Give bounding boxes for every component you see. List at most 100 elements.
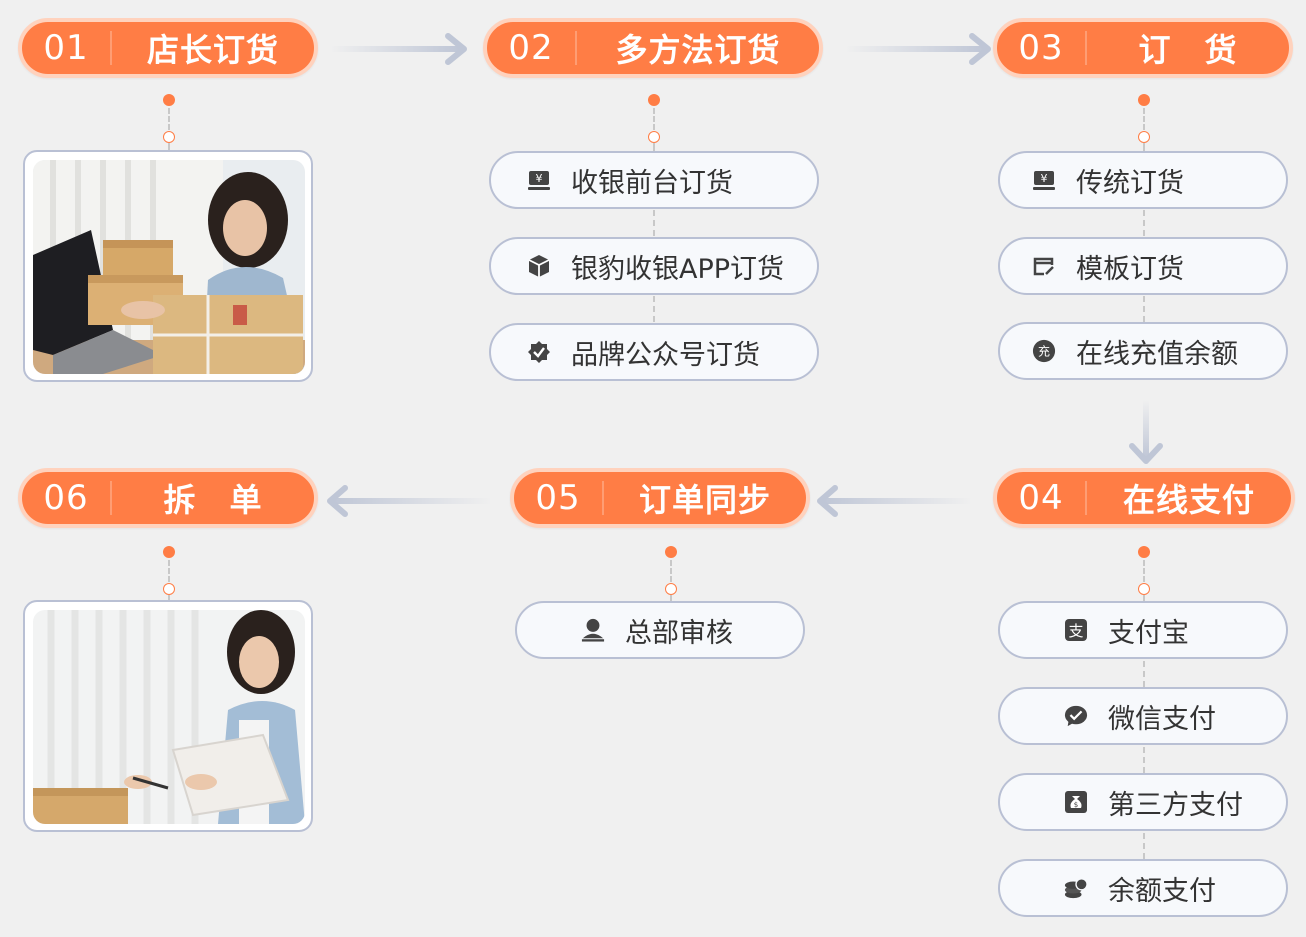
step-number: 01 bbox=[43, 28, 89, 68]
step-04-header: 04 在线支付 bbox=[993, 468, 1295, 528]
connector-ring bbox=[163, 131, 175, 143]
connector-line bbox=[1143, 108, 1145, 130]
connector-line bbox=[653, 143, 655, 151]
step-number: 03 bbox=[1018, 28, 1064, 68]
svg-text:支: 支 bbox=[1068, 622, 1083, 640]
verified-badge-icon bbox=[527, 340, 551, 364]
step-title: 订单同步 bbox=[638, 481, 771, 519]
connector-dot bbox=[163, 546, 175, 558]
step-number: 04 bbox=[1018, 478, 1064, 518]
connector-line bbox=[670, 560, 672, 582]
arrow-03-to-04 bbox=[1129, 400, 1163, 464]
payment-method-third-party[interactable]: $ 第三方支付 bbox=[998, 773, 1288, 831]
connector-dot bbox=[163, 94, 175, 106]
divider bbox=[1085, 31, 1087, 65]
step-02-header: 02 多方法订货 bbox=[483, 18, 823, 78]
payment-method-wechat[interactable]: 微信支付 bbox=[998, 687, 1288, 745]
payment-method-balance[interactable]: 余额支付 bbox=[998, 859, 1288, 917]
item-label: 传统订货 bbox=[1076, 167, 1184, 199]
connector-line bbox=[653, 108, 655, 130]
connector-line bbox=[1143, 210, 1145, 236]
ordering-type-recharge[interactable]: 充 在线充值余额 bbox=[998, 322, 1288, 380]
wechat-icon bbox=[1064, 704, 1088, 728]
connector-line bbox=[168, 108, 170, 130]
connector-line bbox=[1143, 143, 1145, 151]
connector-ring bbox=[1138, 583, 1150, 595]
coins-icon bbox=[1064, 876, 1088, 900]
divider bbox=[575, 31, 577, 65]
connector-line bbox=[1143, 661, 1145, 687]
money-bag-icon: $ bbox=[1064, 790, 1088, 814]
ordering-method-official-account[interactable]: 品牌公众号订货 bbox=[489, 323, 819, 381]
connector-line bbox=[1143, 595, 1145, 601]
ordering-type-traditional[interactable]: ¥ 传统订货 bbox=[998, 151, 1288, 209]
item-label: 总部审核 bbox=[625, 617, 733, 649]
item-label: 微信支付 bbox=[1108, 703, 1216, 735]
connector-line bbox=[670, 595, 672, 601]
connector-line bbox=[1143, 560, 1145, 582]
connector-ring bbox=[665, 583, 677, 595]
photo-store-manager-ordering bbox=[23, 150, 313, 382]
ordering-type-template[interactable]: 模板订货 bbox=[998, 237, 1288, 295]
cashier-icon: ¥ bbox=[527, 168, 551, 192]
arrow-05-to-06 bbox=[327, 485, 492, 517]
connector-line bbox=[1143, 833, 1145, 859]
item-label: 余额支付 bbox=[1108, 875, 1216, 907]
item-label: 在线充值余额 bbox=[1076, 338, 1238, 370]
step-06-header: 06 拆 单 bbox=[18, 468, 318, 528]
photo-order-splitting bbox=[23, 600, 313, 832]
sync-headquarters-review[interactable]: 总部审核 bbox=[515, 601, 805, 659]
connector-dot bbox=[665, 546, 677, 558]
ordering-method-cashier[interactable]: ¥ 收银前台订货 bbox=[489, 151, 819, 209]
template-icon bbox=[1032, 254, 1056, 278]
arrow-01-to-02 bbox=[330, 33, 467, 65]
connector-line bbox=[168, 143, 170, 151]
item-label: 收银前台订货 bbox=[571, 167, 733, 199]
step-number: 05 bbox=[535, 478, 581, 518]
svg-text:¥: ¥ bbox=[1041, 172, 1048, 185]
svg-text:充: 充 bbox=[1038, 344, 1050, 359]
connector-line bbox=[1143, 747, 1145, 773]
step-title: 订 货 bbox=[1138, 31, 1238, 69]
step-title: 店长订货 bbox=[146, 31, 279, 69]
step-title: 拆 单 bbox=[163, 481, 263, 519]
connector-line bbox=[168, 560, 170, 582]
arrow-02-to-03 bbox=[845, 33, 991, 65]
connector-line bbox=[168, 595, 170, 601]
photo-illustration bbox=[33, 610, 305, 824]
cashier-icon: ¥ bbox=[1032, 168, 1056, 192]
connector-line bbox=[653, 296, 655, 322]
divider bbox=[1085, 481, 1087, 515]
connector-dot bbox=[1138, 94, 1150, 106]
cube-icon bbox=[527, 254, 551, 278]
ordering-method-app[interactable]: 银豹收银APP订货 bbox=[489, 237, 819, 295]
step-title: 在线支付 bbox=[1122, 481, 1255, 519]
connector-line bbox=[653, 210, 655, 236]
connector-ring bbox=[1138, 131, 1150, 143]
divider bbox=[110, 31, 112, 65]
item-label: 品牌公众号订货 bbox=[571, 339, 760, 371]
divider bbox=[602, 481, 604, 515]
arrow-04-to-05 bbox=[817, 485, 972, 517]
item-label: 模板订货 bbox=[1076, 253, 1184, 285]
svg-text:¥: ¥ bbox=[536, 172, 543, 185]
recharge-icon: 充 bbox=[1032, 339, 1056, 363]
item-label: 支付宝 bbox=[1108, 617, 1189, 649]
payment-method-alipay[interactable]: 支 支付宝 bbox=[998, 601, 1288, 659]
connector-dot bbox=[1138, 546, 1150, 558]
connector-ring bbox=[648, 131, 660, 143]
step-title: 多方法订货 bbox=[615, 31, 781, 69]
step-number: 06 bbox=[43, 478, 89, 518]
connector-ring bbox=[163, 583, 175, 595]
connector-line bbox=[1143, 296, 1145, 322]
step-05-header: 05 订单同步 bbox=[510, 468, 810, 528]
alipay-icon: 支 bbox=[1064, 618, 1088, 642]
connector-dot bbox=[648, 94, 660, 106]
step-01-header: 01 店长订货 bbox=[18, 18, 318, 78]
photo-illustration bbox=[33, 160, 305, 374]
item-label: 第三方支付 bbox=[1108, 789, 1243, 821]
item-label: 银豹收银APP订货 bbox=[571, 253, 785, 285]
user-icon bbox=[581, 618, 605, 642]
svg-text:$: $ bbox=[1074, 801, 1078, 809]
